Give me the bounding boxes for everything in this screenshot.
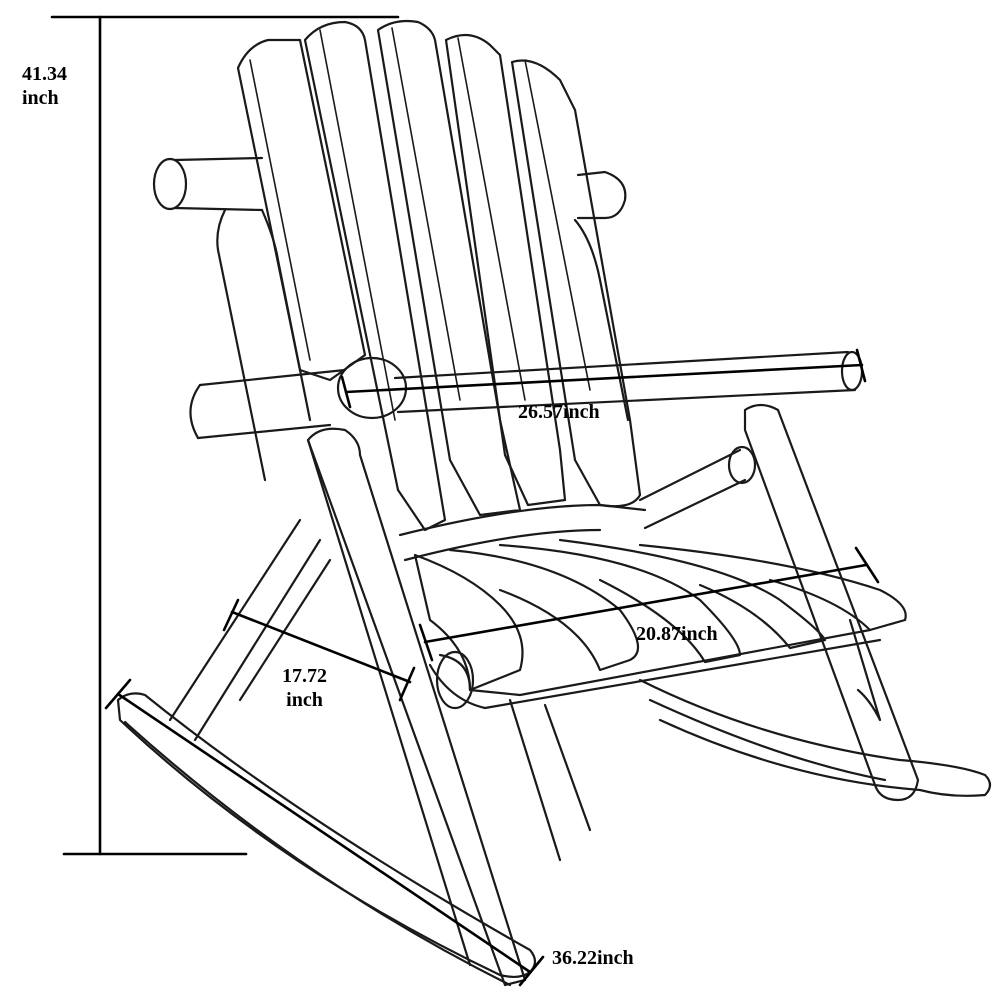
seat-width-label: 20.87inch [636, 623, 718, 645]
back-slat-2 [303, 20, 447, 532]
seat-depth-label: 17.72 inch [282, 664, 327, 712]
right-frame [638, 403, 920, 802]
back-slat-3 [376, 19, 522, 517]
seat-depth-dimension [222, 598, 416, 702]
arm-span-dimension [340, 348, 867, 409]
back-slats [236, 19, 642, 532]
height-dimension [50, 15, 400, 856]
arm-span-label: 26.57inch [518, 401, 600, 423]
front-rail [508, 698, 592, 862]
back-slat-4 [444, 33, 567, 507]
rocker-length-dimension [104, 678, 545, 987]
back-slat-edge-4 [457, 37, 526, 401]
seat [398, 503, 907, 710]
height-value: 41.34 [22, 63, 67, 85]
back-slat-edge-3 [391, 27, 461, 401]
right-rocker [638, 678, 992, 797]
left-frame [168, 518, 332, 742]
back-slat-edge-5 [524, 59, 591, 391]
back-slat-5 [510, 59, 642, 508]
seat-depth-unit: inch [286, 689, 323, 711]
height-label: 41.34 inch [22, 62, 67, 110]
seat-depth-value: 17.72 [282, 665, 327, 687]
back-slat-edge-2 [319, 29, 396, 421]
back-slat-edge-1 [249, 59, 311, 361]
left-arm [189, 356, 408, 440]
rocker-length-label: 36.22inch [552, 947, 634, 969]
front-left-leg [306, 427, 527, 987]
right-arm [393, 350, 864, 414]
seat-width-dimension [418, 546, 880, 662]
height-unit: inch [22, 87, 59, 109]
top-rail [152, 156, 630, 482]
left-rocker [116, 692, 537, 987]
